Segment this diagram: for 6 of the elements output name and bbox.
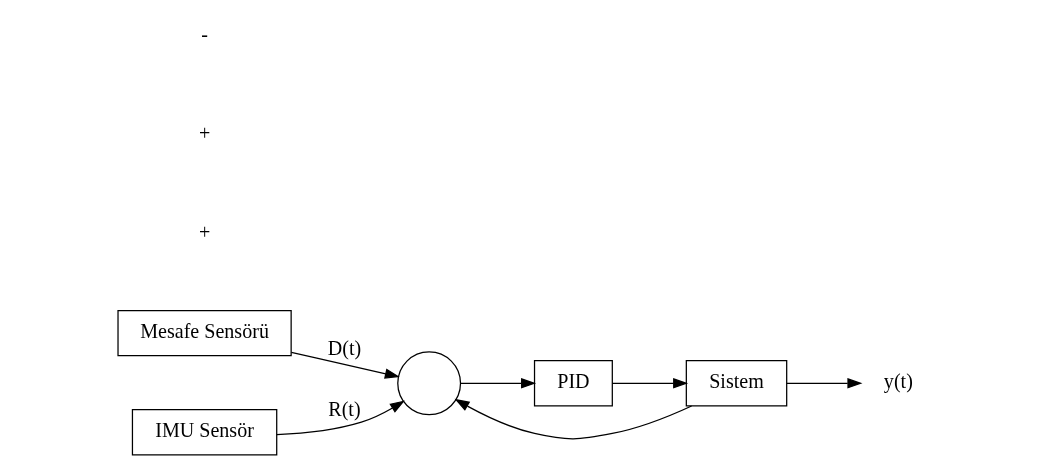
label: + (198, 220, 210, 243)
edge-label: D(t) (327, 337, 361, 360)
edge-label: R(t) (327, 397, 361, 420)
label: - (200, 22, 208, 45)
node-text: y(t) (883, 370, 913, 393)
label: + (198, 121, 210, 144)
